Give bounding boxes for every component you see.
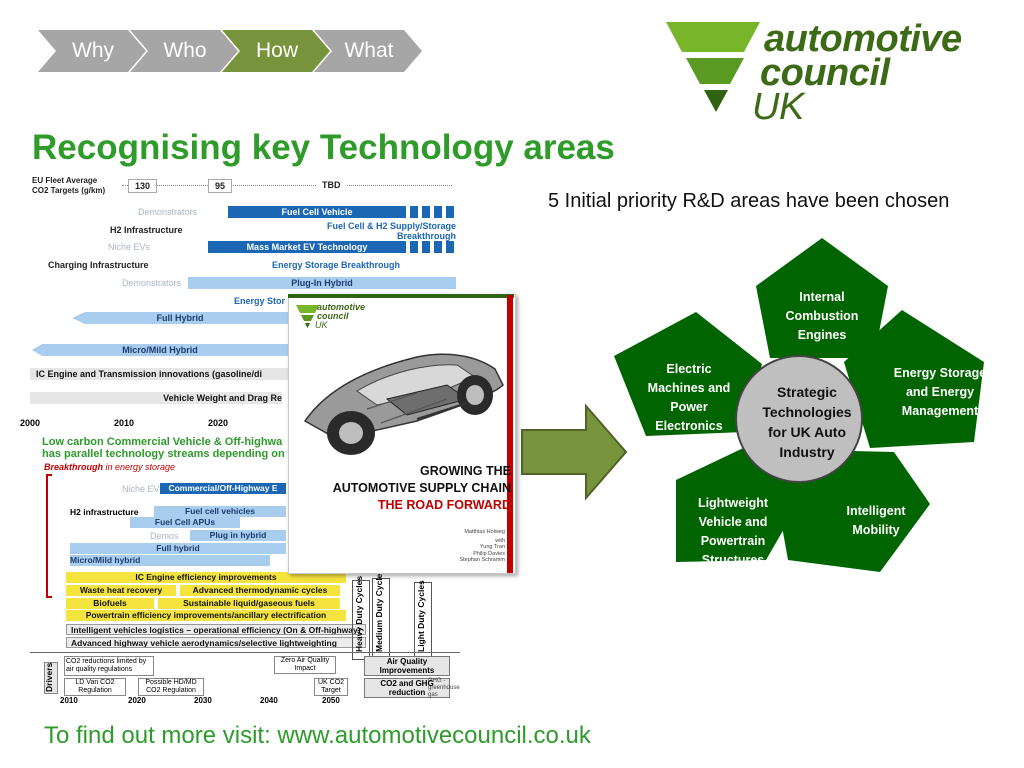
area-internal-combustion-engines: Internal Combustion Engines — [785, 290, 859, 342]
footer-link[interactable]: To find out more visit: www.automotiveco… — [44, 722, 591, 749]
report-cover-image: automotive council UK GROWING THE AUTOMO… — [288, 294, 516, 574]
energy-storage-label: Energy Stor — [234, 296, 286, 306]
heavy-duty-cycles-label: Heavy Duty Cycles — [354, 575, 364, 652]
fuel-cell-vehicle-bar: Fuel Cell Vehicle — [228, 206, 406, 218]
ic-engine-bar: IC Engine and Transmission innovations (… — [30, 368, 288, 380]
right-arrow-icon — [521, 403, 628, 501]
medium-duty-cycle-label: Medium Duty Cycle — [374, 573, 384, 652]
logo-chevron-icon — [666, 22, 760, 112]
roadmap-year-axis: 2000 2010 2020 — [20, 418, 229, 428]
plug-in-hybrid-bar: Plug-In Hybrid — [188, 277, 456, 289]
demonstrators-2-label: Demonstrators — [122, 278, 182, 288]
co2-targets-title: EU Fleet Average CO2 Targets (g/km) — [32, 176, 106, 195]
full-hybrid-bar: Full Hybrid — [72, 312, 288, 324]
mass-market-ev-bar: Mass Market EV Technology — [208, 241, 406, 253]
fuel-cell-breakthrough-label: Fuel Cell & H2 Supply/Storage Breakthrou… — [326, 221, 456, 241]
pentagon-energy — [844, 310, 984, 448]
area-lightweight-structures: Lightweight Vehicle and Powertrain Struc… — [697, 496, 769, 567]
breadcrumb-why[interactable]: Why — [38, 30, 148, 72]
pentagon-electric — [614, 312, 762, 436]
co2-target-130: 130 — [128, 179, 158, 193]
area-electric-machines: Electric Machines and Power Electronics — [647, 362, 731, 433]
strategic-technologies-diagram — [614, 238, 984, 572]
cover-authors: Matthias Holweg with Yung Tran Philip Da… — [459, 529, 505, 563]
lower-year-axis: 2010 2020 2030 2040 2050 — [60, 696, 340, 705]
car-chassis-icon — [303, 353, 504, 455]
demonstrators-label: Demonstrators — [138, 207, 198, 217]
light-duty-cycles-label: Light Duty Cycles — [416, 580, 426, 652]
breadcrumb-how[interactable]: How — [222, 30, 332, 72]
co2-target-95: 95 — [208, 179, 233, 193]
vehicle-weight-bar: Vehicle Weight and Drag Re — [30, 392, 282, 404]
automotive-council-logo: automotive council UK — [664, 18, 1014, 128]
micro-mild-hybrid-bar: Micro/Mild Hybrid — [32, 344, 288, 356]
area-energy-storage: Energy Storage and Energy Management — [893, 366, 987, 418]
commercial-vehicle-roadmap: Low carbon Commercial Vehicle & Off-high… — [30, 412, 462, 712]
diagram-center-label: Strategic Technologies for UK Auto Indus… — [762, 384, 852, 460]
niche-evs-label: Niche EVs — [108, 242, 151, 252]
drivers-label: Drivers — [44, 662, 54, 692]
co2-target-tbd: TBD — [316, 179, 347, 191]
h2-infrastructure-label: H2 Infrastructure — [110, 225, 183, 235]
technology-roadmap-chart: EU Fleet Average CO2 Targets (g/km) 130 … — [28, 172, 458, 412]
breakthrough-note: Breakthrough in energy storage — [44, 462, 176, 472]
cover-logo-icon — [296, 305, 319, 328]
breadcrumb-who[interactable]: Who — [130, 30, 240, 72]
area-intelligent-mobility: Intelligent Mobility — [846, 504, 906, 537]
charging-infrastructure-label: Charging Infrastructure — [48, 260, 149, 270]
page-title: Recognising key Technology areas — [32, 128, 615, 167]
energy-storage-breakthrough-label: Energy Storage Breakthrough — [272, 260, 401, 270]
breadcrumb-what[interactable]: What — [314, 30, 424, 72]
center-circle — [735, 355, 863, 483]
pentagon-ice — [756, 238, 888, 358]
subtitle: 5 Initial priority R&D areas have been c… — [548, 190, 950, 212]
